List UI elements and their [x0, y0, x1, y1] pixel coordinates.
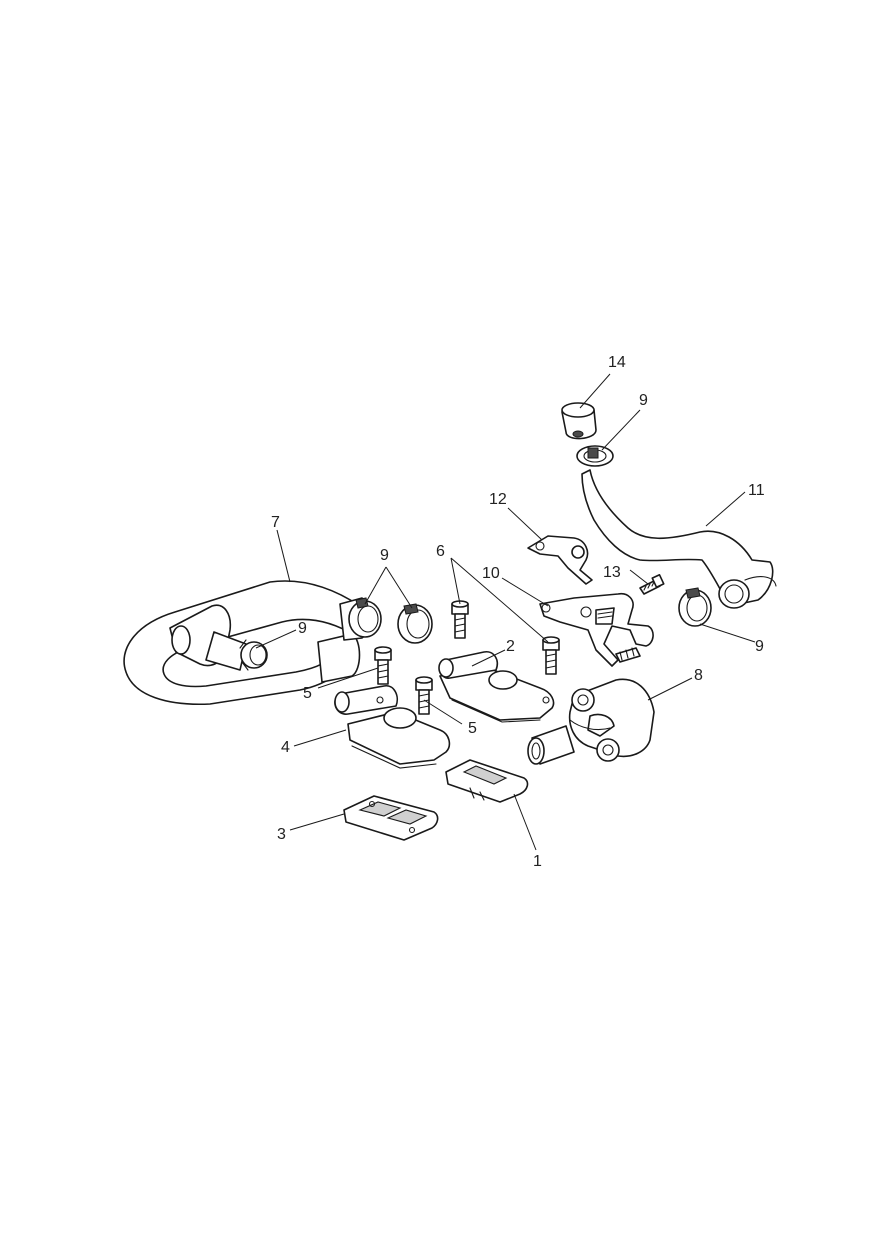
callout-9-left: 9: [298, 620, 307, 637]
bolt-6-left: [451, 600, 469, 639]
valve-cover-right: [438, 650, 555, 723]
bolt-5-lower: [415, 676, 433, 715]
callout-4: 4: [281, 739, 290, 756]
callout-10: 10: [482, 565, 500, 582]
mounting-bracket-upper: [527, 535, 593, 585]
reed-plate: [343, 795, 439, 841]
end-cap: [561, 402, 597, 440]
bolt-6-right: [542, 636, 560, 675]
callout-9-mid: 9: [380, 547, 389, 564]
callout-7: 7: [271, 514, 280, 531]
callout-13: 13: [603, 564, 621, 581]
callout-9-right: 9: [755, 638, 764, 655]
hose-clamp-left: [239, 639, 268, 671]
hose-clamp-right: [678, 587, 712, 627]
hose-clamp-mid-1: [348, 597, 382, 638]
callout-9-top: 9: [639, 392, 648, 409]
callout-14: 14: [608, 354, 626, 371]
callout-1: 1: [533, 853, 542, 870]
valve-mounting-bracket: [539, 592, 654, 667]
callout-labels: 14 9 11 12 7 9 6 10 13 9 9 2 8 5 5 4 3 1: [271, 354, 765, 870]
air-valve-body: [527, 678, 655, 765]
callout-5-left: 5: [303, 685, 312, 702]
callout-11: 11: [748, 482, 765, 499]
callout-5-right: 5: [468, 720, 477, 737]
callout-2: 2: [506, 638, 515, 655]
breather-pipe: [581, 469, 777, 609]
callout-3: 3: [277, 826, 286, 843]
callout-12: 12: [489, 491, 507, 508]
valve-cover-left: [334, 685, 451, 769]
callout-8: 8: [694, 667, 703, 684]
hose-assembly: [123, 580, 372, 706]
small-bolt: [639, 573, 665, 595]
callout-6: 6: [436, 543, 445, 560]
bolt-5-upper: [374, 646, 392, 685]
hose-clamp-mid-2: [397, 603, 433, 644]
gasket: [445, 759, 529, 803]
leader-lines: [255, 373, 756, 851]
hose-clamp-top: [576, 445, 614, 467]
